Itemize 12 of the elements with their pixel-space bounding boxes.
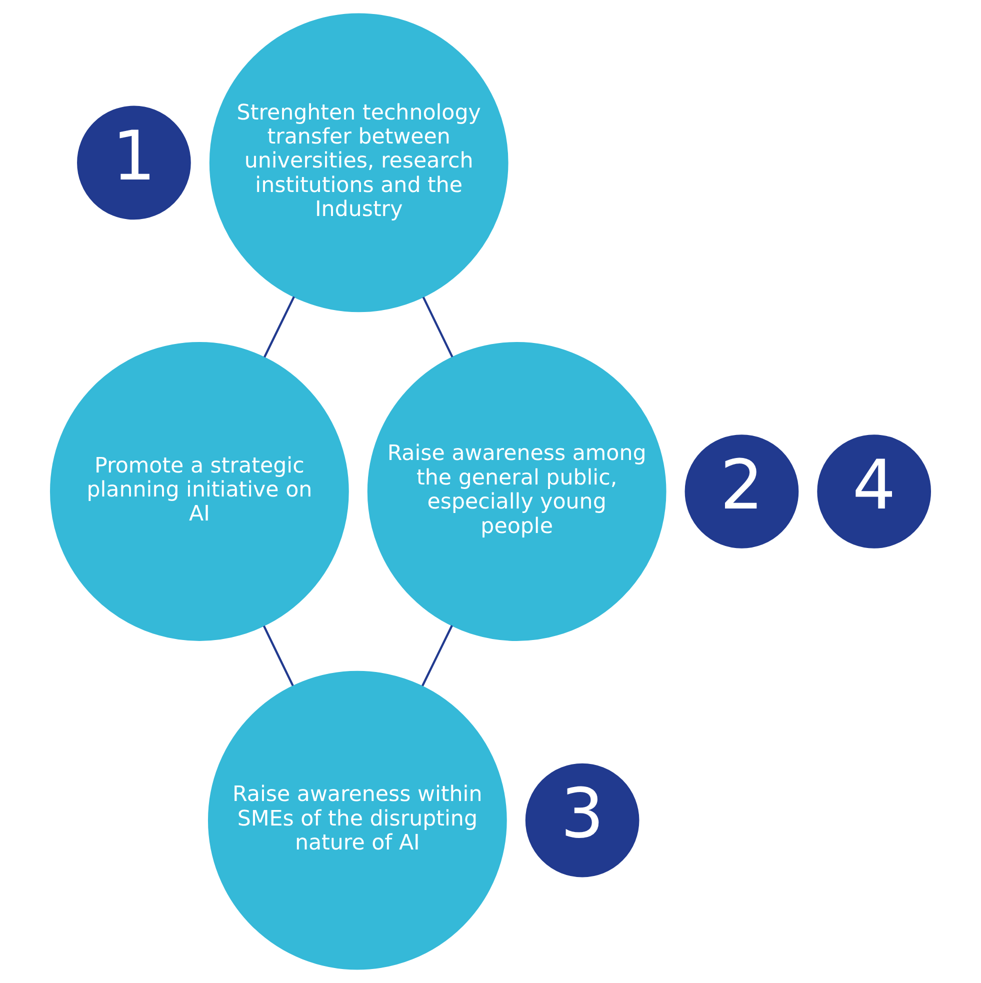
connector [262, 626, 294, 686]
node-circle: Raise awareness among the general public, especially young people [367, 342, 666, 641]
node-circle: 2 [684, 434, 799, 548]
connector [264, 296, 295, 358]
node-circle: 1 [77, 106, 191, 220]
node-circle: 4 [817, 434, 932, 548]
connector [422, 625, 453, 686]
node-circle: Raise awareness within SMEs of the disrupting nature of AI [208, 670, 507, 970]
node-circle: Strenghten technology transfer between universities, research institutions and the Industry [209, 13, 508, 312]
node-circle: Promote a strategic planning initiative on AI [50, 342, 349, 641]
node-circle: 3 [525, 763, 640, 878]
connector [422, 296, 454, 358]
